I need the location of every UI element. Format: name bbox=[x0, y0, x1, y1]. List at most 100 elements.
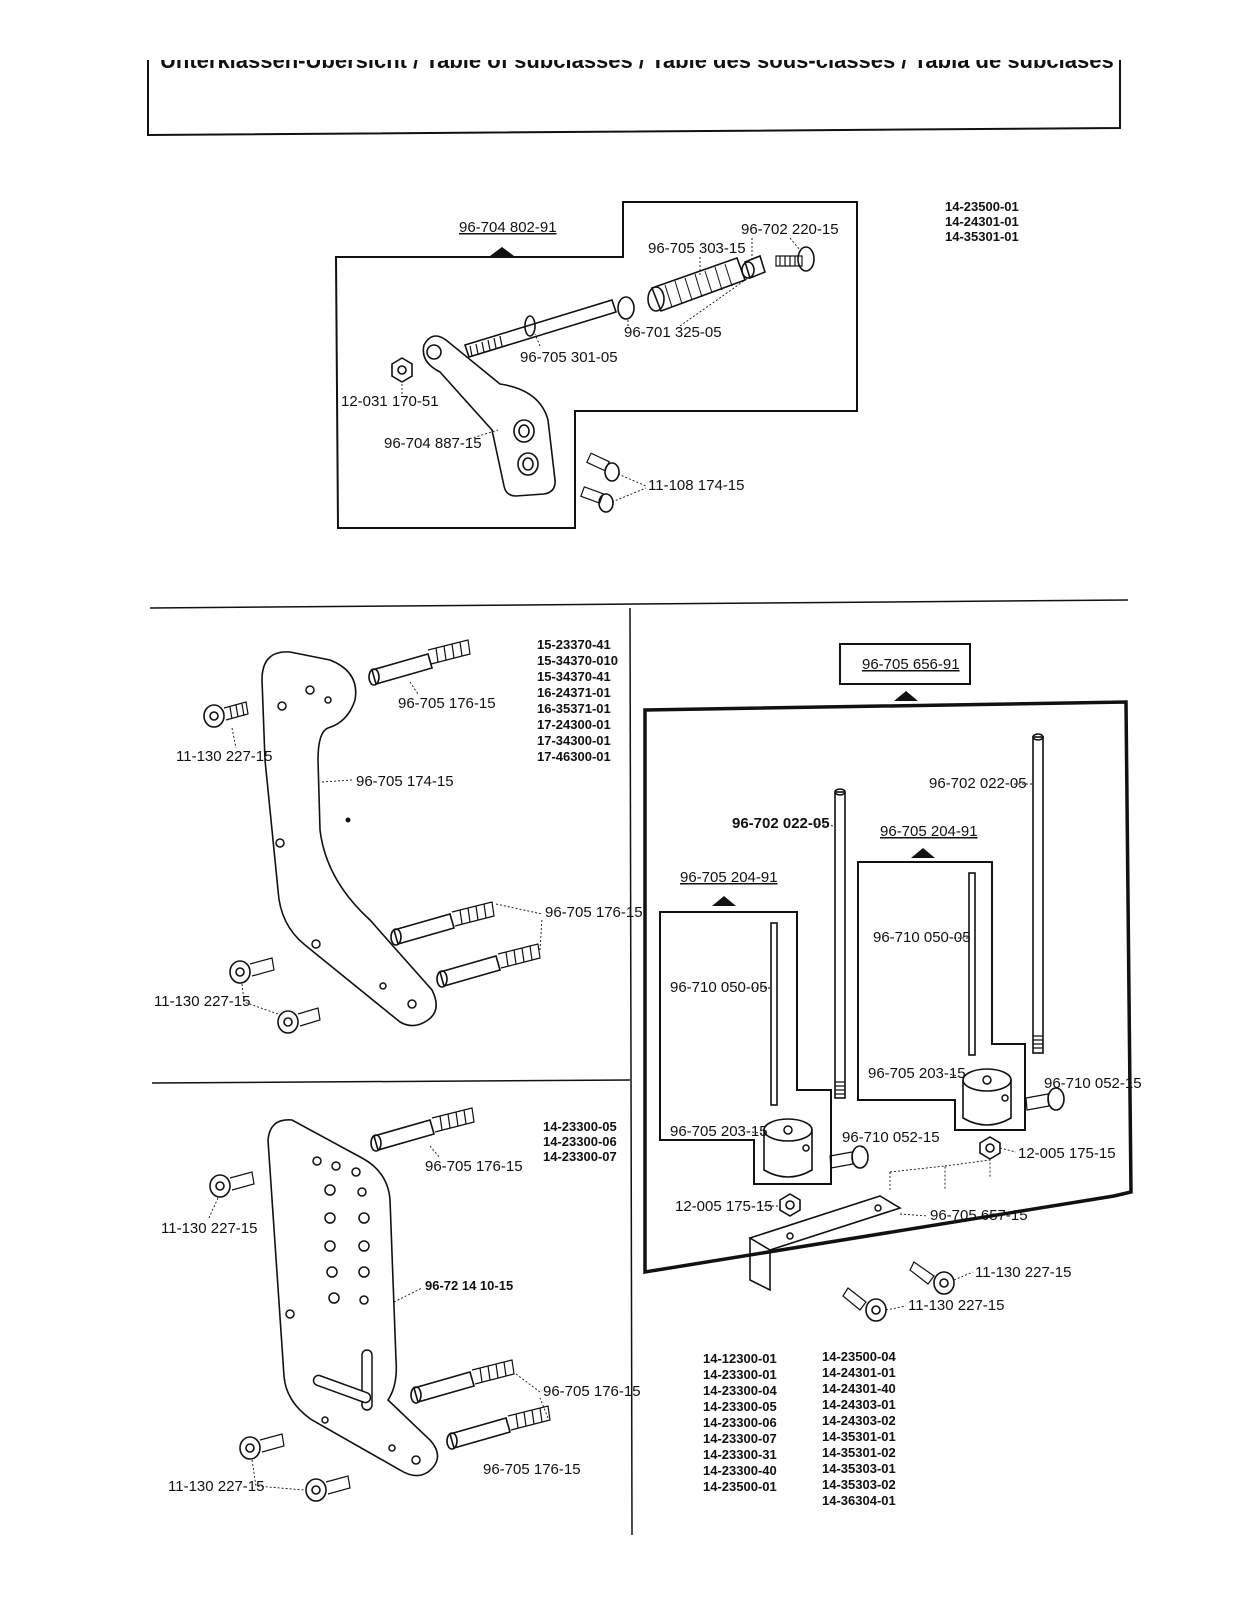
divider-horizontal-left bbox=[151, 1079, 631, 1084]
subclass-r2-9: 14-35303-02 bbox=[822, 1477, 896, 1492]
thumb-screw-left bbox=[829, 1145, 869, 1169]
label-96-704-887-15: 96-704 887-15 bbox=[384, 435, 482, 452]
subclass-bl-1: 14-23300-05 bbox=[543, 1119, 617, 1134]
label-rod-left: 96-702 022-05 bbox=[732, 815, 830, 832]
subclass-r1-2: 14-23300-01 bbox=[703, 1367, 777, 1382]
collar-right bbox=[962, 1068, 1012, 1126]
nut-right-panel-b bbox=[779, 1193, 801, 1217]
panel-bottom-left: 11-130 227-15 96-705 176-15 96-72 14 10-… bbox=[161, 1107, 641, 1502]
assembly-label-right: 96-705 656-91 bbox=[862, 656, 960, 673]
label-96-705-303-15: 96-705 303-15 bbox=[648, 240, 746, 257]
subclass-mid-2: 15-34370-010 bbox=[537, 653, 618, 668]
screw-top-bottom bbox=[209, 1171, 255, 1198]
label-96-701-325-05: 96-701 325-05 bbox=[624, 324, 722, 341]
subclass-r1-6: 14-23300-07 bbox=[703, 1431, 777, 1446]
subclass-bl-2: 14-23300-06 bbox=[543, 1134, 617, 1149]
label-spacer-top-bottom: 96-705 176-15 bbox=[425, 1158, 523, 1175]
subassembly-label-right: 96-705 204-91 bbox=[880, 823, 978, 840]
subclass-r2-8: 14-35303-01 bbox=[822, 1461, 896, 1476]
label-screw-a: 11-130 227-15 bbox=[975, 1264, 1071, 1281]
screw-small-top bbox=[775, 246, 815, 272]
subclass-top-1: 14-23500-01 bbox=[945, 199, 1019, 214]
panel-right: 96-705 656-91 96-705 204-91 96-705 204-9… bbox=[643, 643, 1142, 1508]
label-rod-right: 96-702 022-05 bbox=[929, 775, 1027, 792]
subclasses-bottom-left: 14-23300-05 14-23300-06 14-23300-07 bbox=[543, 1119, 617, 1164]
rod-right bbox=[1032, 733, 1044, 1054]
screws-low-bottom bbox=[239, 1433, 351, 1502]
subclasses-right-col1: 14-12300-01 14-23300-01 14-23300-04 14-2… bbox=[703, 1351, 777, 1494]
subclass-mid-4: 16-24371-01 bbox=[537, 685, 611, 700]
label-pin-left: 96-710 050-05 bbox=[670, 979, 768, 996]
angle-bracket bbox=[748, 1159, 991, 1292]
assembly-pointer-top bbox=[490, 247, 514, 256]
label-thumb-right: 96-710 052-15 bbox=[1044, 1075, 1142, 1092]
screws-right-panel bbox=[842, 1261, 955, 1322]
bushing-small-top bbox=[741, 254, 766, 280]
subclass-r1-5: 14-23300-06 bbox=[703, 1415, 777, 1430]
label-pin-right: 96-710 050-05 bbox=[873, 929, 971, 946]
subclass-r2-3: 14-24301-40 bbox=[822, 1381, 896, 1396]
label-collar-left: 96-705 203-15 bbox=[670, 1123, 768, 1140]
thumb-screw-right bbox=[1025, 1087, 1065, 1111]
subassembly-pointer-right bbox=[911, 848, 935, 858]
subclass-r1-9: 14-23500-01 bbox=[703, 1479, 777, 1494]
plate-174-15 bbox=[261, 651, 437, 1027]
assembly-label-top: 96-704 802-91 bbox=[459, 219, 557, 236]
screw-top-mid bbox=[203, 701, 249, 728]
label-96-702-220-15: 96-702 220-15 bbox=[741, 221, 839, 238]
label-spacer-low-mid: 96-705 176-15 bbox=[545, 904, 643, 921]
subclass-top-3: 14-35301-01 bbox=[945, 229, 1019, 244]
panel-mid-left: 11-130 227-15 96-705 176-15 96-705 174-1… bbox=[154, 637, 643, 1034]
spacers-low-bottom bbox=[410, 1359, 551, 1450]
label-nut-right: 12-005 175-15 bbox=[1018, 1145, 1116, 1162]
label-spacer-b-bottom: 96-705 176-15 bbox=[483, 1461, 581, 1478]
assembly-frame-right bbox=[643, 700, 1133, 1275]
nut-top bbox=[391, 357, 413, 383]
bracket-top bbox=[422, 335, 556, 497]
subclass-mid-6: 17-24300-01 bbox=[537, 717, 611, 732]
label-spacer-a-bottom: 96-705 176-15 bbox=[543, 1383, 641, 1400]
label-nut-left: 12-005 175-15 bbox=[675, 1198, 773, 1215]
subclass-r2-10: 14-36304-01 bbox=[822, 1493, 896, 1508]
label-11-108-174-15: 11-108 174-15 bbox=[648, 477, 744, 494]
label-screw-low-bottom: 11-130 227-15 bbox=[168, 1478, 264, 1495]
subclass-r2-4: 14-24303-01 bbox=[822, 1397, 896, 1412]
nut-right-panel-a bbox=[979, 1136, 1001, 1160]
subassembly-pointer-left bbox=[712, 896, 736, 906]
label-screw-low-mid: 11-130 227-15 bbox=[154, 993, 250, 1010]
divider-horizontal-top bbox=[149, 599, 1129, 609]
divider-vertical bbox=[629, 607, 633, 1536]
panel-top: 96-704 802-91 bbox=[334, 199, 1019, 529]
rod-left bbox=[834, 788, 846, 1099]
subclass-bl-3: 14-23300-07 bbox=[543, 1149, 617, 1164]
subclass-r1-3: 14-23300-04 bbox=[703, 1383, 777, 1398]
knurled-sleeve bbox=[647, 256, 747, 313]
collar-left bbox=[763, 1118, 813, 1178]
label-plate-174-15: 96-705 174-15 bbox=[356, 773, 454, 790]
spacer-top-mid bbox=[368, 639, 471, 686]
assembly-frame-top bbox=[334, 201, 858, 529]
subassembly-frame-right bbox=[857, 861, 1026, 1131]
pin-left bbox=[770, 922, 778, 1106]
header-frame bbox=[147, 60, 1121, 137]
label-thumb-left: 96-710 052-15 bbox=[842, 1129, 940, 1146]
label-spacer-top-mid: 96-705 176-15 bbox=[398, 695, 496, 712]
subclass-r1-7: 14-23300-31 bbox=[703, 1447, 777, 1462]
label-96-705-301-05: 96-705 301-05 bbox=[520, 349, 618, 366]
subclass-mid-1: 15-23370-41 bbox=[537, 637, 611, 652]
label-screw-b: 11-130 227-15 bbox=[908, 1297, 1004, 1314]
subclass-r1-1: 14-12300-01 bbox=[703, 1351, 777, 1366]
assembly-box-right bbox=[839, 643, 971, 685]
subclasses-mid-left: 15-23370-41 15-34370-010 15-34370-41 16-… bbox=[537, 637, 618, 764]
spacers-low-mid bbox=[390, 901, 541, 988]
subclass-mid-8: 17-46300-01 bbox=[537, 749, 611, 764]
shaft-top bbox=[463, 299, 618, 358]
subclass-mid-3: 15-34370-41 bbox=[537, 669, 611, 684]
subclass-r2-1: 14-23500-04 bbox=[822, 1349, 896, 1364]
spacer-top-bottom bbox=[370, 1107, 475, 1152]
screws-bracket-top bbox=[580, 452, 620, 513]
label-screw-top-bottom: 11-130 227-15 bbox=[161, 1220, 257, 1237]
label-12-031-170-51: 12-031 170-51 bbox=[341, 393, 439, 410]
assembly-pointer-right bbox=[894, 691, 918, 701]
subclasses-top: 14-23500-01 14-24301-01 14-35301-01 bbox=[945, 199, 1019, 244]
